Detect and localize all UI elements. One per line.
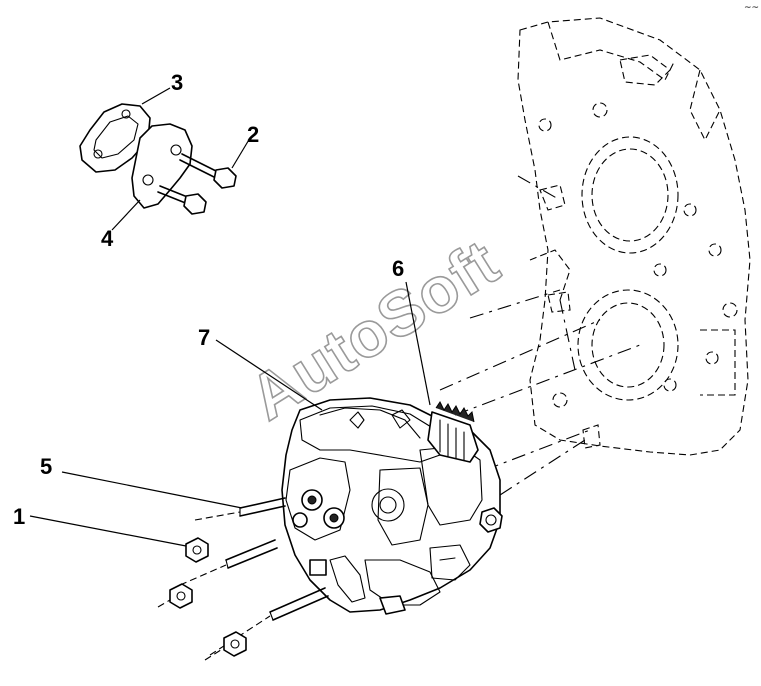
callout-3: 3 xyxy=(171,70,183,95)
callout-2: 2 xyxy=(247,122,259,147)
nut-2 xyxy=(169,583,193,609)
leader-1 xyxy=(29,515,187,547)
callout-4: 4 xyxy=(101,226,114,251)
drive-gear xyxy=(427,401,479,463)
alignment-lines xyxy=(439,175,641,496)
nut-1 xyxy=(185,537,209,563)
stud-2 xyxy=(179,539,278,586)
leader-6 xyxy=(405,281,431,406)
bolt-lower xyxy=(157,185,207,215)
nut-2-axis xyxy=(157,599,171,608)
corner-mark: ~~ xyxy=(744,3,759,13)
stud-1 xyxy=(194,497,286,521)
callout-6: 6 xyxy=(392,256,404,281)
leader-5 xyxy=(61,471,243,509)
callout-5: 5 xyxy=(40,454,52,479)
nut-3 xyxy=(223,631,247,657)
leader-4 xyxy=(111,199,141,231)
gear-housing xyxy=(517,17,751,456)
fuel-pump xyxy=(281,397,503,615)
leader-3 xyxy=(141,87,171,105)
bolt-upper xyxy=(179,153,237,189)
leader-2 xyxy=(231,137,251,169)
leader-7 xyxy=(215,339,323,411)
leader-lines xyxy=(29,87,431,547)
nut-3-axis xyxy=(204,647,225,661)
adapter-plate xyxy=(131,123,193,209)
callout-7: 7 xyxy=(198,325,210,350)
callout-1: 1 xyxy=(13,504,25,529)
